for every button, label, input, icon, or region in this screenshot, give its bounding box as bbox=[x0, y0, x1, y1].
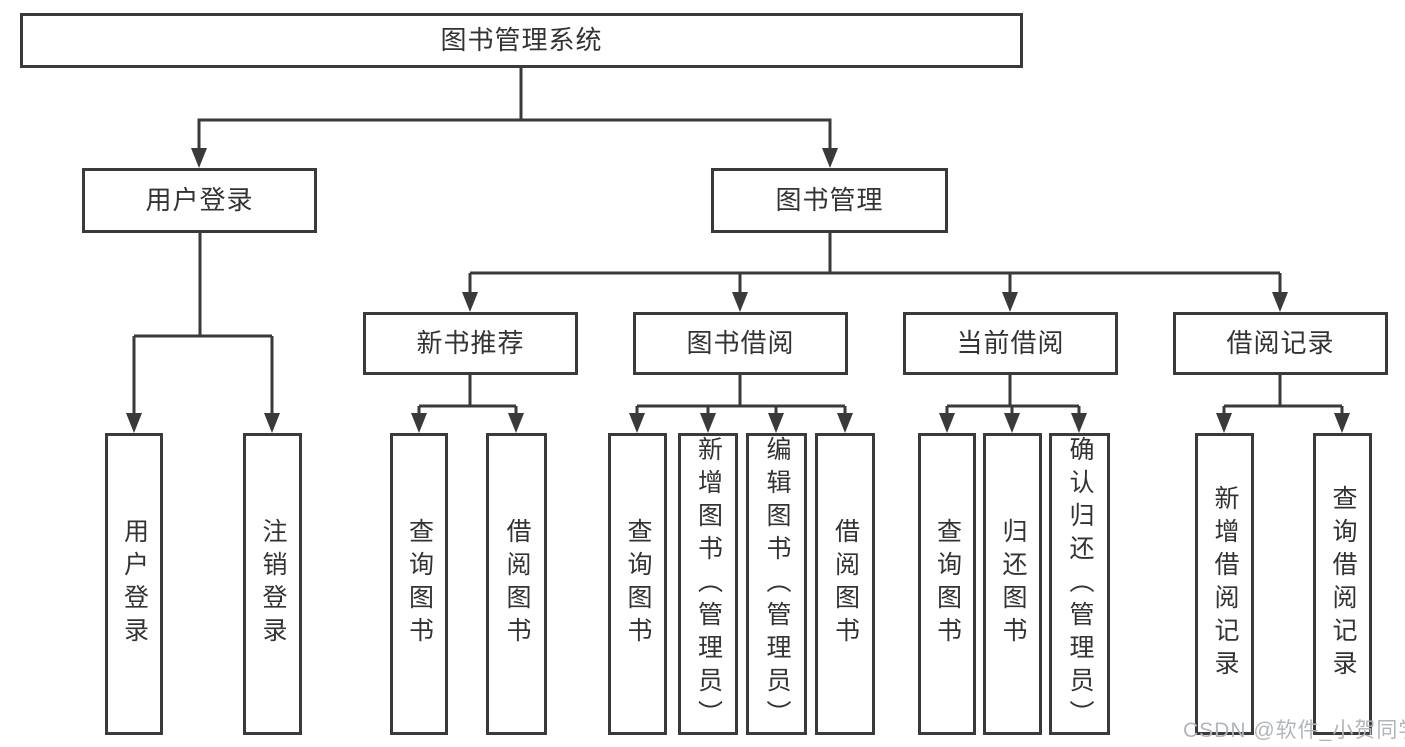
leaf-borrowing-borrow-books: 借阅图书 bbox=[815, 433, 875, 735]
leaf-records-add-record: 新增借阅记录 bbox=[1195, 433, 1254, 735]
leaf-logout: 注销登录 bbox=[243, 433, 302, 735]
connector-borrow-records-to-leaves bbox=[1222, 375, 1344, 417]
connector-book-mgmt-to-modules bbox=[468, 233, 1282, 296]
leaf-current-confirm-return-admin: 确认归还（管理员） bbox=[1049, 433, 1110, 735]
leaf-current-return-books: 归还图书 bbox=[983, 433, 1042, 735]
node-user-login: 用户登录 bbox=[82, 168, 317, 233]
connector-new-book-to-leaves bbox=[417, 375, 518, 417]
node-book-management: 图书管理 bbox=[711, 168, 948, 233]
leaf-records-query-record: 查询借阅记录 bbox=[1313, 433, 1372, 735]
leaf-borrowing-edit-books-admin: 编辑图书（管理员） bbox=[746, 433, 807, 735]
connector-book-borrowing-to-leaves bbox=[635, 375, 847, 417]
node-borrow-records: 借阅记录 bbox=[1173, 312, 1388, 375]
node-book-borrowing: 图书借阅 bbox=[633, 312, 848, 375]
csdn-watermark: CSDN @软件_小贺同学 bbox=[1183, 719, 1405, 742]
node-current-borrowing: 当前借阅 bbox=[903, 312, 1118, 375]
leaf-user-login: 用户登录 bbox=[105, 433, 163, 735]
connector-root-to-branches bbox=[197, 67, 832, 152]
leaf-borrowing-add-books-admin: 新增图书（管理员） bbox=[678, 433, 738, 735]
connector-user-login-to-leaves bbox=[132, 233, 274, 416]
node-root-system: 图书管理系统 bbox=[20, 13, 1023, 68]
leaf-borrowing-query-books: 查询图书 bbox=[608, 433, 667, 735]
leaf-newbook-borrow-books: 借阅图书 bbox=[486, 433, 547, 735]
leaf-newbook-query-books: 查询图书 bbox=[390, 433, 448, 735]
leaf-current-query-books: 查询图书 bbox=[918, 433, 976, 735]
node-new-book-recommend: 新书推荐 bbox=[363, 312, 578, 375]
connector-current-borrowing-to-leaves bbox=[945, 375, 1081, 417]
